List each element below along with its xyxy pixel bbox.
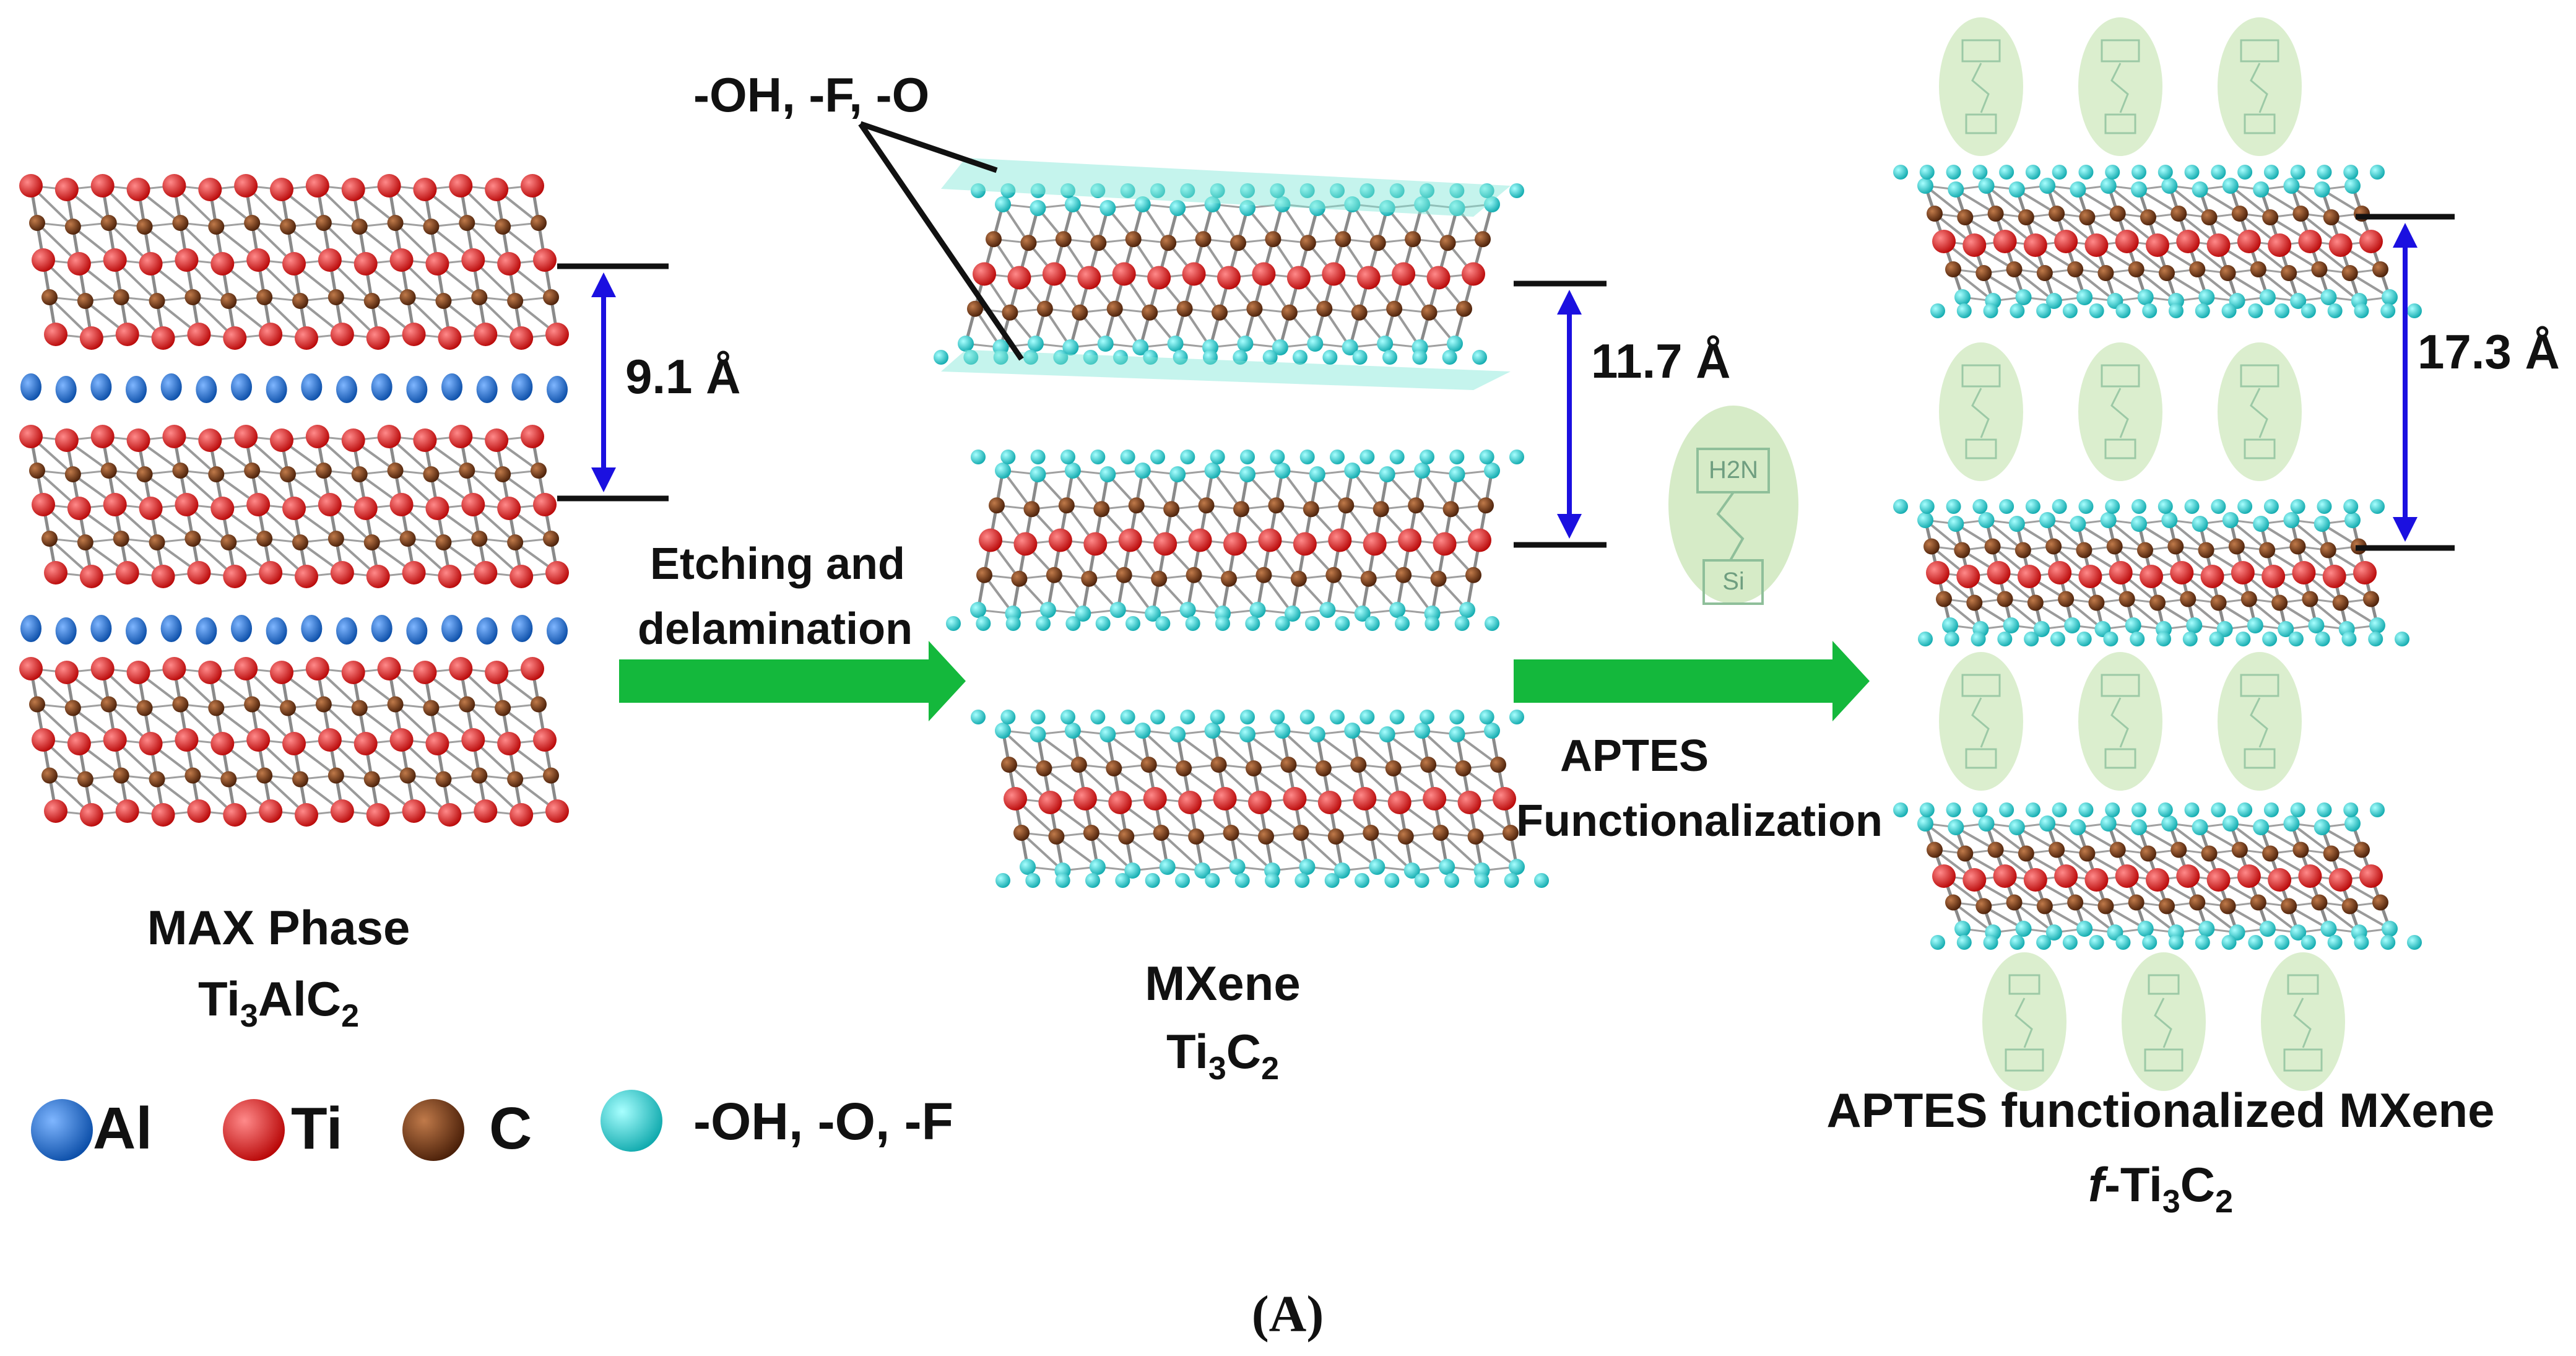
max-phase-title: MAX Phase (147, 900, 410, 955)
legend-al-label: Al (93, 1095, 152, 1162)
mxene-formula: Ti3C2 (1166, 1024, 1279, 1087)
aptes-halo (2261, 952, 2345, 1091)
aptes-halo (2078, 342, 2162, 481)
etching-arrow (619, 641, 966, 721)
atomic-slab (1893, 802, 2422, 950)
legend-c-swatch (402, 1099, 464, 1161)
aptes-halo (1982, 952, 2066, 1091)
aluminum-layer (20, 373, 568, 403)
legend-ti-swatch (223, 1099, 285, 1161)
fmxene-spacing-indicator: 17.3 Å (2356, 214, 2560, 551)
mxene-structure (934, 183, 1549, 888)
atomic-slab (934, 183, 1524, 365)
max-phase-formula: Ti3AlC2 (198, 971, 359, 1034)
aptes-halo (1939, 17, 2023, 156)
aptes-halo (2218, 342, 2302, 481)
atomic-slab (1893, 165, 2422, 318)
mxene-title: MXene (1145, 956, 1300, 1010)
aptes-halo (2078, 652, 2162, 791)
max-spacing-label: 9.1 Å (625, 349, 740, 404)
aptes-halo (2218, 652, 2302, 791)
aptes-halo (2078, 17, 2162, 156)
etching-label-line2: delamination (638, 604, 913, 654)
max-phase-structure (19, 174, 569, 827)
aptes-amine-label: H2N (1709, 456, 1758, 484)
legend-ti-label: Ti (291, 1095, 343, 1162)
fmxene-title: APTES functionalized MXene (1826, 1083, 2494, 1137)
fmxene-spacing-label: 17.3 Å (2418, 324, 2560, 379)
atomic-slab (19, 425, 569, 588)
termination-callout-label: -OH, -F, -O (693, 67, 929, 122)
aptes-halo (2218, 17, 2302, 156)
functionalized-mxene-structure (1893, 165, 2422, 950)
aptes-silicon-label: Si (1722, 568, 1745, 595)
legend-oh-swatch (601, 1090, 662, 1152)
termination-plane-top (941, 158, 1511, 217)
functionalization-label-line1: APTES (1560, 731, 1709, 781)
aptes-halos (1939, 17, 2345, 1091)
functionalization-label-line2: Functionalization (1516, 796, 1883, 846)
etching-label-line1: Etching and (650, 539, 905, 589)
legend: Al Ti C -OH, -O, -F (31, 1090, 953, 1162)
aptes-halo (1939, 652, 2023, 791)
mxene-spacing-label: 11.7 Å (1591, 334, 1731, 388)
aptes-halo (1939, 342, 2023, 481)
max-spacing-indicator: 9.1 Å (557, 263, 740, 502)
aptes-halo (2122, 952, 2206, 1091)
aluminum-layer (20, 615, 568, 645)
termination-plane-bottom (941, 350, 1511, 390)
legend-al-swatch (31, 1099, 93, 1161)
callout-line-bottom (858, 122, 1024, 361)
legend-c-label: C (489, 1095, 532, 1162)
fmxene-formula: f-Ti3C2 (2088, 1157, 2233, 1220)
legend-oh-label: -OH, -O, -F (693, 1092, 953, 1150)
mxene-spacing-indicator: 11.7 Å (1514, 280, 1731, 548)
atomic-slab (971, 710, 1549, 888)
functionalization-arrow (1514, 641, 1870, 721)
callout-line-top (859, 121, 998, 173)
atomic-slab (1893, 499, 2409, 646)
aptes-molecule: H2N Si (1668, 406, 1798, 605)
atomic-slab (946, 450, 1524, 631)
atomic-slab (19, 657, 569, 827)
panel-label: (A) (1252, 1285, 1324, 1343)
atomic-slab (19, 174, 569, 350)
